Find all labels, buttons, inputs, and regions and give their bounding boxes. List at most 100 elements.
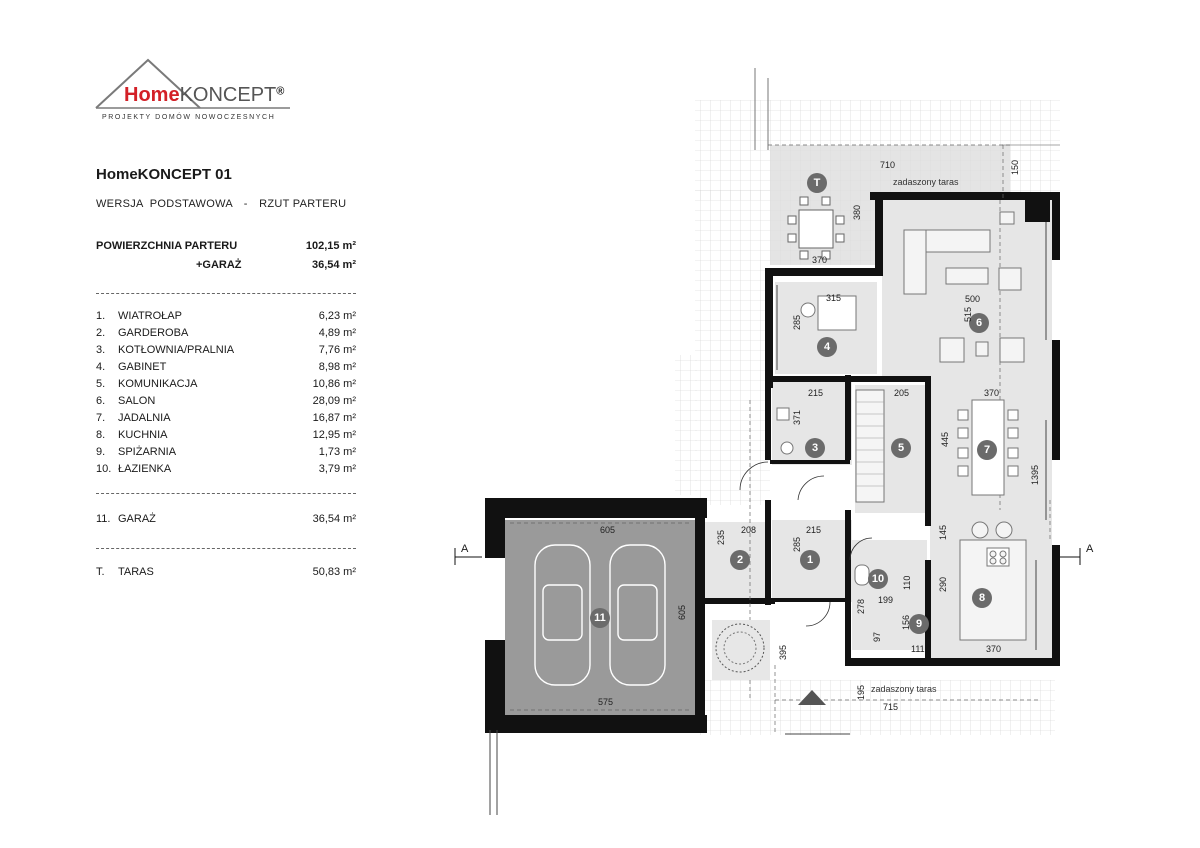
dimension-label: 1395 (1030, 464, 1040, 485)
washer-icon (776, 407, 790, 421)
dimension-label: 371 (792, 409, 802, 425)
room-marker: 5 (891, 438, 911, 458)
dimension-label: 605 (600, 525, 616, 535)
room-name: KOMUNIKACJA (118, 378, 198, 390)
logo: HomeKONCEPT® PROJEKTY DOMÓW NOWOCZESNYCH (94, 58, 309, 128)
boiler-icon (780, 441, 794, 455)
sofa-icon (903, 211, 1025, 363)
divider (96, 493, 356, 494)
summary-garage-label: +GARAŻ (196, 259, 242, 271)
office-chair-icon (800, 302, 816, 318)
dimension-label: 156 (901, 614, 911, 630)
room-name: TARAS (118, 566, 154, 578)
room-marker: 6 (969, 313, 989, 333)
room-area: 16,87 m² (312, 412, 356, 424)
dimension-label: 111 (911, 644, 925, 654)
tree-icon (712, 620, 770, 680)
room-area: 10,86 m² (312, 378, 356, 390)
project-subtitle: WERSJA PODSTAWOWA - RZUT PARTERU (96, 198, 346, 210)
room-area: 8,98 m² (318, 361, 356, 373)
dimension-label: 285 (792, 314, 802, 330)
desk-icon (817, 295, 857, 331)
dimension-label: 235 (716, 529, 726, 545)
dimension-label: 208 (741, 525, 757, 535)
room-num: 3. (96, 344, 106, 356)
room-area: 3,79 m² (318, 463, 356, 475)
room-marker: 3 (805, 438, 825, 458)
room-name: GARDEROBA (118, 327, 189, 339)
dimension-label: 150 (1010, 159, 1020, 175)
room-num: 2. (96, 327, 106, 339)
room-area: 4,89 m² (318, 327, 356, 339)
project-title: HomeKONCEPT 01 (96, 166, 232, 183)
room-num: 1. (96, 310, 106, 322)
dimension-label: 285 (792, 536, 802, 552)
room-num: 4. (96, 361, 106, 373)
room-marker: 9 (909, 614, 929, 634)
summary-ground-value: 102,15 m² (305, 240, 356, 252)
room-num: 5. (96, 378, 106, 390)
divider (96, 548, 356, 549)
dimension-label: 315 (826, 293, 842, 303)
room-area: 12,95 m² (312, 429, 356, 441)
room-area: 50,83 m² (312, 566, 356, 578)
summary-ground-label: POWIERZCHNIA PARTERU (96, 240, 238, 252)
kitchen-island-icon (959, 521, 1027, 641)
dimension-label: 195 (856, 684, 866, 700)
room-area: 36,54 m² (312, 513, 356, 525)
dimension-label: 370 (984, 388, 1000, 398)
subtitle-view: RZUT PARTERU (259, 198, 347, 210)
room-row: 3. KOTŁOWNIA/PRALNIA 7,76 m² (96, 342, 356, 359)
room-marker: 1 (800, 550, 820, 570)
logo-registered: ® (276, 85, 285, 98)
room-marker: 11 (590, 608, 610, 628)
dimension-label: 710 (880, 160, 896, 170)
dimension-label: 199 (878, 595, 894, 605)
logo-home: Home (124, 84, 180, 106)
room-name: KOTŁOWNIA/PRALNIA (118, 344, 235, 356)
car-icon (534, 544, 666, 686)
room-marker: 7 (977, 440, 997, 460)
room-name: GARAŻ (118, 513, 156, 525)
room-row: 6. SALON 28,09 m² (96, 393, 356, 410)
subtitle-separator: - (243, 198, 248, 210)
room-name: KUCHNIA (118, 429, 168, 441)
room-name: WIATROŁAP (118, 310, 182, 322)
room-marker: T (807, 173, 827, 193)
room-row: 4. GABINET 8,98 m² (96, 359, 356, 376)
room-name: JADALNIA (118, 412, 171, 424)
room-name: SALON (118, 395, 156, 407)
dimension-label: 278 (856, 598, 866, 614)
room-num: 6. (96, 395, 106, 407)
subtitle-version: WERSJA PODSTAWOWA (96, 198, 233, 210)
divider (96, 293, 356, 294)
dimension-label: 445 (940, 431, 950, 447)
dimension-label: 380 (852, 204, 862, 220)
summary-garage-value: 36,54 m² (311, 259, 356, 271)
walls (485, 192, 1060, 733)
entrance-arrow-icon (798, 690, 826, 705)
dimension-label: 215 (808, 388, 824, 398)
dimension-label: 370 (812, 255, 828, 265)
room-num: 10. (96, 463, 112, 475)
stairs-icon (855, 389, 885, 503)
dimension-label: 395 (778, 644, 788, 660)
room-name: GABINET (118, 361, 167, 373)
dimension-label: 370 (986, 644, 1002, 654)
dimension-label: 575 (598, 697, 614, 707)
dimension-label: 715 (883, 702, 899, 712)
room-area: 7,76 m² (318, 344, 356, 356)
room-area: 28,09 m² (312, 395, 356, 407)
room-num: 9. (96, 446, 106, 458)
room-row: 5. KOMUNIKACJA 10,86 m² (96, 376, 356, 393)
section-markers (454, 548, 1081, 565)
